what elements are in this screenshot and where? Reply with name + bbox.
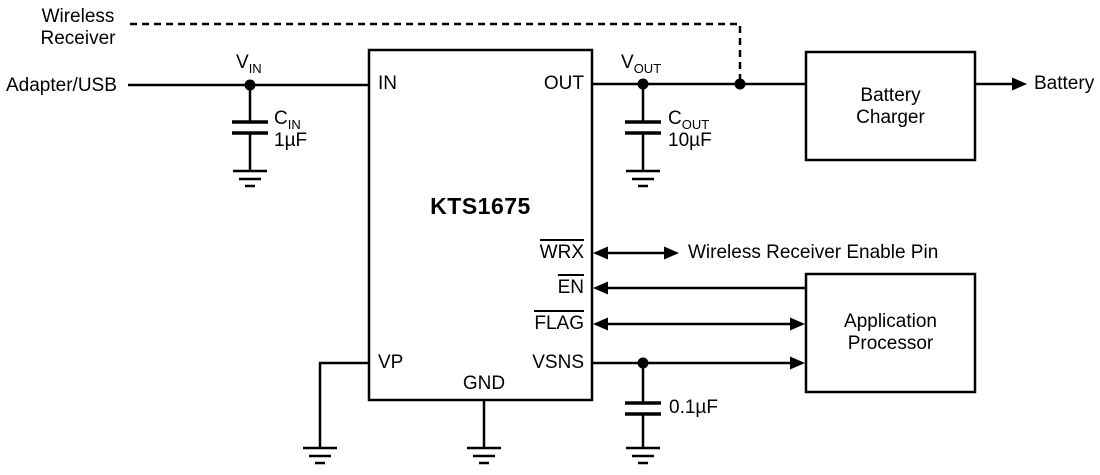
- wire-gnd-ground: [467, 400, 501, 465]
- arrowhead-right: [790, 317, 805, 331]
- application-processor-box: [804, 272, 977, 394]
- ground-symbol: [626, 446, 660, 465]
- battery-charger-label: Battery Charger: [806, 85, 975, 129]
- ic-box-outline: [367, 48, 594, 402]
- battery-label: Battery: [1034, 73, 1095, 94]
- ground-symbol: [626, 169, 660, 188]
- pin-gnd: GND: [462, 373, 506, 394]
- vin-main: V: [236, 52, 249, 73]
- ground-symbol: [467, 446, 501, 465]
- wire-wrx: [593, 246, 679, 260]
- wire-en: [593, 281, 806, 295]
- cout-ref-sub: OUT: [681, 117, 710, 132]
- arrowhead-right: [664, 246, 679, 260]
- pin-flag-text: FLAG: [534, 310, 584, 333]
- pin-vsns: VSNS: [532, 352, 584, 373]
- vout-sub: OUT: [633, 61, 662, 76]
- pin-out: OUT: [543, 73, 584, 94]
- pin-in: IN: [378, 73, 397, 94]
- vin-sub: IN: [248, 61, 262, 76]
- cin-value-label: 1µF: [274, 130, 308, 151]
- adapter-usb-label: Adapter/USB: [6, 75, 117, 96]
- wire-vsns: [592, 356, 805, 370]
- ground-symbol: [233, 169, 267, 188]
- arrowhead-right: [790, 356, 805, 370]
- wireless-receiver-line1: Wireless: [41, 6, 115, 27]
- arrowhead-left: [593, 281, 608, 295]
- battery-charger-line1: Battery: [860, 85, 921, 106]
- pin-wrx: WRX: [460, 239, 584, 264]
- app-processor-line2: Processor: [847, 333, 934, 354]
- cout-ref: C: [668, 108, 682, 129]
- csns-value-label: 0.1µF: [669, 397, 718, 418]
- arrowhead-right: [1012, 77, 1027, 91]
- cin-ref: C: [274, 108, 288, 129]
- battery-charger-line2: Charger: [856, 107, 925, 128]
- cin-ref-sub: IN: [287, 117, 301, 132]
- vout-main: V: [621, 52, 634, 73]
- pin-wrx-text: WRX: [539, 239, 584, 262]
- ic-name: KTS1675: [430, 193, 531, 219]
- pin-flag: FLAG: [460, 310, 584, 335]
- junction-dot-wireless: [734, 78, 746, 90]
- wire-vp-ground: [303, 361, 369, 465]
- wire-charger-to-battery: [975, 77, 1027, 91]
- vin-net-label: VIN: [236, 52, 262, 80]
- vout-net-label: VOUT: [621, 52, 661, 80]
- wire-flag: [593, 317, 805, 331]
- junction-dot-vin: [244, 79, 256, 91]
- pin-en: EN: [460, 274, 584, 299]
- application-processor-label: Application Processor: [806, 311, 975, 355]
- junction-dot-vsns: [637, 357, 649, 369]
- app-processor-line1: Application: [844, 311, 937, 332]
- cout-value-label: 10µF: [668, 130, 712, 151]
- pin-vp: VP: [378, 352, 404, 373]
- wireless-receiver-line2: Receiver: [40, 28, 116, 49]
- arrowhead-left: [593, 246, 608, 260]
- capacitor-cin: [232, 85, 268, 188]
- wireless-receiver-label: Wireless Receiver: [28, 6, 128, 50]
- cout-ref-label: COUT: [668, 108, 709, 136]
- capacitor-csns: [625, 363, 661, 465]
- ground-symbol: [303, 446, 337, 465]
- capacitor-cout: [625, 84, 661, 188]
- junction-dot-vout: [637, 78, 649, 90]
- wrx-annotation: Wireless Receiver Enable Pin: [688, 242, 939, 263]
- battery-charger-box: [804, 50, 977, 162]
- cin-ref-label: CIN: [274, 108, 301, 136]
- arrowhead-left: [593, 317, 608, 331]
- wire-wireless-receiver-dashed: [130, 22, 742, 84]
- pin-en-text: EN: [557, 274, 584, 297]
